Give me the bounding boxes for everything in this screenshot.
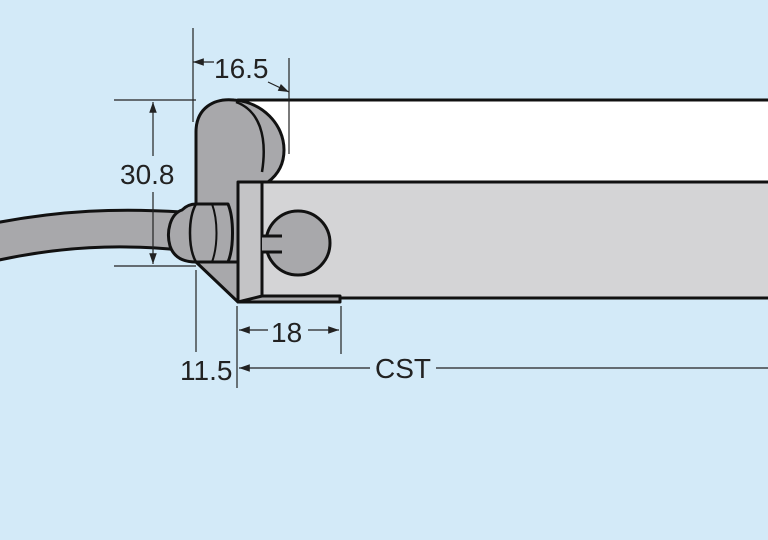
dim-offset: 11.5: [180, 270, 232, 386]
dim-top-width-label: 16.5: [214, 53, 269, 84]
bracket-knob: [262, 209, 332, 277]
cable-gland: [167, 202, 234, 264]
dim-bracket-width: 18: [236, 306, 342, 388]
top-strip: [236, 98, 768, 188]
dim-bracket-width-label: 18: [271, 317, 302, 348]
end-cap: [167, 98, 342, 304]
dim-length-label: CST: [375, 353, 431, 384]
lens-body: [260, 180, 768, 300]
dim-height: 30.8: [114, 99, 196, 267]
dim-length: CST: [239, 353, 768, 384]
dim-offset-label: 11.5: [180, 355, 232, 386]
power-cable: [0, 208, 184, 262]
dim-height-label: 30.8: [120, 159, 175, 190]
dim-top-width: 16.5: [192, 28, 290, 154]
